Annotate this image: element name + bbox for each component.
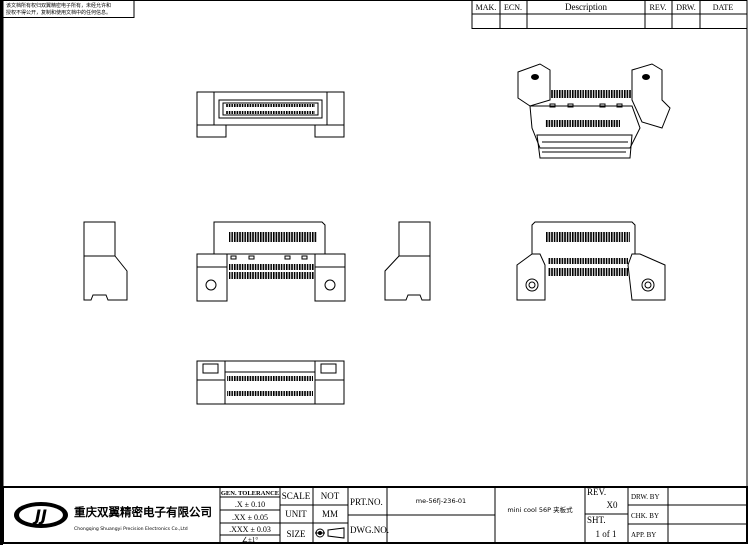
scale-value: NOT [321, 491, 340, 501]
dwg-no-label: DWG.NO. [350, 525, 389, 535]
side-view-left [83, 221, 128, 301]
company-logo: JJ [14, 502, 68, 528]
company-name-en: Chongqing Shuangyi Precision Electronics… [74, 526, 188, 532]
sht-label: SHT. [587, 515, 606, 525]
confidentiality-notice: 该文档所有权归双翼精密电子所有，未经允许和 授权不得公开，复制和使用文档中的任何… [2, 0, 135, 18]
part-description: mini cool 56P 夹板式 [507, 505, 573, 514]
tolerance-angle: ∠±1° [242, 536, 259, 544]
isometric-view [517, 63, 671, 159]
drawn-by-label: DRW. BY [631, 493, 660, 501]
sht-value: 1 of 1 [596, 529, 617, 539]
title-block: JJ 重庆双翼精密电子有限公司 Chongqing Shuangyi Preci… [2, 486, 748, 544]
unit-value: MM [322, 509, 338, 519]
top-view [196, 91, 345, 138]
tolerance-xxx: .XXX ± 0.03 [229, 525, 271, 534]
scale-label: SCALE [282, 491, 311, 501]
unit-label: UNIT [285, 509, 307, 519]
notice-line-1: 该文档所有权归双翼精密电子所有，未经允许和 [6, 2, 111, 9]
approved-by-label: APP. BY [631, 531, 656, 539]
company-name-cn: 重庆双翼精密电子有限公司 [74, 505, 212, 519]
header-rev: REV. [650, 3, 667, 12]
notice-line-2: 授权不得公开，复制和使用文档中的任何信息。 [6, 9, 111, 16]
tolerance-xx: .XX ± 0.05 [232, 513, 268, 522]
tolerance-x: .X ± 0.10 [235, 500, 265, 509]
tolerance-header: GEN. TOLERANCE [221, 490, 279, 497]
size-label: SIZE [287, 529, 307, 539]
rev-label: REV. [587, 487, 606, 497]
frame-left-bar [0, 0, 3, 545]
checked-by-label: CHK. BY [631, 512, 659, 520]
prt-no-label: PRT.NO. [350, 497, 383, 507]
header-description: Description [565, 2, 607, 12]
projection-symbol-icon [315, 527, 345, 539]
revision-table: MAK. ECN. Description REV. DRW. DATE [471, 0, 748, 29]
header-mak: MAK. [476, 3, 497, 12]
side-view-right [384, 221, 431, 301]
header-drw: DRW. [676, 3, 696, 12]
prt-no-value: me-56fj-236-01 [416, 497, 466, 505]
rev-value: X0 [607, 500, 618, 510]
svg-text:JJ: JJ [32, 506, 47, 525]
rear-view [516, 221, 666, 301]
bottom-view [196, 360, 345, 405]
front-view [196, 221, 346, 302]
header-date: DATE [713, 3, 734, 12]
header-ecn: ECN. [504, 3, 522, 12]
